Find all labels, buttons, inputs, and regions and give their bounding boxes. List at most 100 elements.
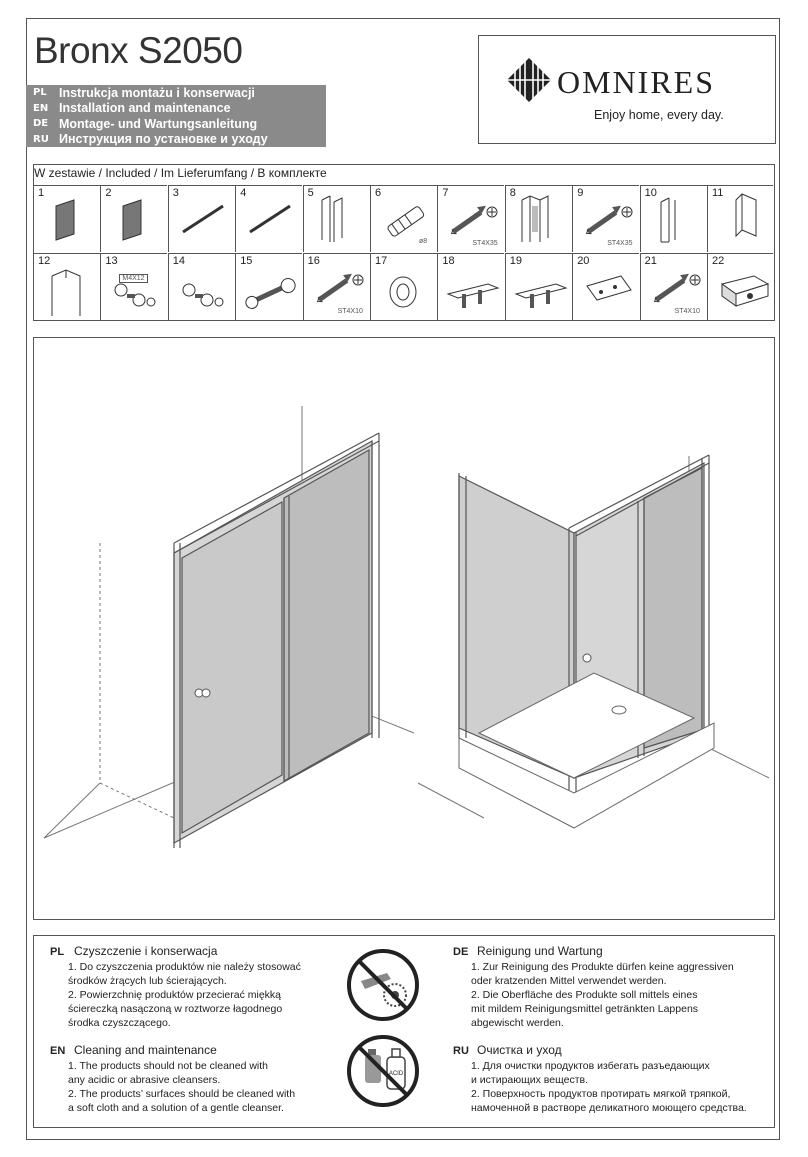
wall-profile-icon [321,195,343,242]
care-code: DE [453,946,469,958]
item-number: 8 [509,187,516,199]
lang-row-de: DE Montage- und Wartungsanleitung [26,116,257,132]
clip-icon [720,275,770,307]
included-item-2: 2 [100,185,168,252]
lang-text: Installation and maintenance [59,101,231,116]
item-number: 2 [105,187,112,199]
lang-code: DE [33,118,49,130]
included-item-22: 22 [707,253,773,320]
item-number: 12 [38,255,51,267]
rod-icon [181,204,224,234]
omnires-logo-icon [507,58,551,102]
plate-icon [586,275,633,301]
item-number: 22 [712,255,725,267]
care-list-ru: 1. Для очистки продуктов избегать разъед… [471,1059,747,1115]
care-list-en: 1. The products should not be cleaned wi… [68,1059,295,1115]
cap-icon [389,276,417,308]
glass-panel-icon [122,199,142,241]
lang-text: Instrukcja montażu i konserwacji [59,85,255,100]
included-item-11: 11 [707,185,773,252]
lang-code: EN [33,102,49,114]
item-number: 21 [644,255,657,267]
included-item-14: 14 [167,253,235,320]
care-line: 1. The products should not be cleaned wi… [68,1060,269,1072]
page-title: Bronx S2050 [34,30,243,71]
care-title: Czyszczenie i konserwacja [74,944,218,958]
included-item-8: 8 [504,185,572,252]
included-item-15: 15 [235,253,303,320]
item-number: 17 [375,255,388,267]
included-item-17: 17 [370,253,437,320]
included-title: W zestawie / Included / Im Lieferumfang … [34,166,327,180]
item-number: 16 [307,255,320,267]
item-spec: ø8 [419,238,428,245]
item-number: 19 [509,255,523,267]
rod-icon [249,204,292,234]
item-spec: ST4X10 [337,308,363,315]
no-acid-icon: ACID [347,1035,419,1107]
care-title: Cleaning and maintenance [74,1043,217,1057]
screw-icon [316,273,364,303]
care-line: 2. Die Oberfläche des Produkte soll mitt… [471,989,698,1001]
care-line: oder kratzenden Mittel verwendet werden. [471,975,667,987]
page-frame [26,18,780,1140]
care-line: 2. Powierzchnię produktów przecierać mię… [68,989,282,1001]
care-line: намоченной в растворе деликатного моющег… [471,1102,747,1114]
care-line: 1. Для очистки продуктов избегать разъед… [471,1060,710,1072]
screw-icon [586,205,633,235]
lang-code: PL [33,87,47,99]
item-number: 1 [38,187,45,199]
included-item-19: 19 [504,253,572,320]
item-spec: M4X12 [119,274,148,283]
care-list-pl: 1. Do czyszczenia produktów nie należy s… [68,960,301,1030]
handle-bolt-icon [245,278,296,309]
care-title: Очистка и уход [477,1043,562,1057]
shower-enclosure-illustration [43,406,770,848]
care-line: ściereczką nasączoną w roztworze łagodne… [68,1003,283,1015]
lang-text: Montage- und Wartungsanleitung [59,116,258,131]
brand-name: OMNIRES [557,64,716,100]
included-item-20: 20 [572,253,640,320]
item-number: 14 [172,255,186,267]
care-code: RU [453,1045,469,1057]
end-seal-icon [735,193,757,238]
item-number: 7 [442,187,449,199]
lang-row-en: EN Installation and maintenance [26,101,231,117]
language-bar: PL Instrukcja montażu i konserwacji EN Ins… [26,85,326,147]
care-line: 2. Поверхность продуктов протирать мягко… [471,1088,731,1100]
lang-text: Инструкция по установке и уходу [59,132,268,147]
care-heading-de: DE Reinigung und Wartung [453,944,603,958]
brand-box [478,35,776,144]
brand-tagline: Enjoy home, every day. [594,108,724,122]
no-abrasive-icon [347,949,419,1021]
item-number: 3 [172,187,179,199]
included-item-3: 3 [167,185,235,252]
bracket-icon [514,283,568,308]
bracket-icon [446,283,501,308]
care-line: и истирающих веществ. [471,1074,589,1086]
care-line: 2. The products’ surfaces should be clea… [68,1088,296,1100]
included-item-1: 1 [33,185,100,252]
item-number: 11 [712,187,724,199]
care-line: a soft cloth and a solution of a gentle … [68,1102,284,1114]
item-number: 9 [577,187,584,199]
care-title: Reinigung und Wartung [477,944,603,958]
item-spec: ST4X35 [607,240,633,247]
glass-panel-icon [55,199,75,241]
wall-plug-icon [387,206,425,237]
item-number: 20 [577,255,590,267]
care-line: 1. Zur Reinigung des Produkte dürfen kei… [471,961,734,973]
item-spec: ST4X35 [472,240,498,247]
item-number: 15 [240,255,253,267]
care-list-de: 1. Zur Reinigung des Produkte dürfen kei… [471,960,734,1030]
item-number: 5 [307,187,314,199]
care-line: abgewischt werden. [471,1017,564,1029]
lang-row-pl: PL Instrukcja montażu i konserwacji [26,85,255,101]
care-code: EN [50,1045,66,1057]
